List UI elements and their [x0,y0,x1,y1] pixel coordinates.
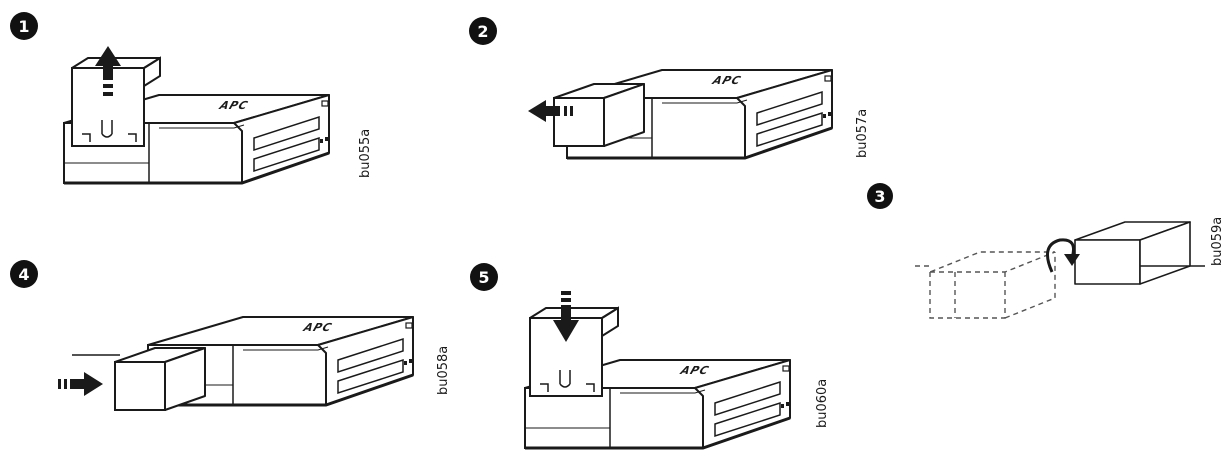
step-5-badge: 5 [470,263,498,291]
step-4-badge: 4 [10,260,38,288]
rotate-arrow-icon [1046,238,1080,273]
step-5-number: 5 [478,268,489,287]
step-1-number: 1 [18,17,29,36]
logo-text: APC [678,363,712,377]
new-battery [1074,221,1205,285]
logo-text: APC [301,320,335,334]
step-5: 5 APC bu060a [470,263,830,450]
ups-unit-step-1: APC [62,93,331,185]
figure-code-step-1: bu055a [358,129,373,178]
ups-unit-step-2: APC [565,68,834,160]
step-2-badge: 2 [469,17,497,45]
step-4: 4 APC bu058a [10,260,451,411]
arrow-left-icon [528,100,573,122]
step-4-number: 4 [18,265,29,284]
figure-code-step-2: bu057a [855,109,870,158]
step-1: 1 APC bu055a [10,12,373,185]
step-1-badge: 1 [10,12,38,40]
figure-code-step-4: bu058a [436,346,451,395]
battery-block-step-4 [114,347,206,411]
step-3-number: 3 [874,187,885,206]
step-3: 3 bu059a [867,183,1225,319]
arrow-up-icon [95,46,121,96]
battery-block-step-2 [553,83,645,147]
figure-code-step-5: bu060a [815,379,830,428]
step-2: 2 APC bu057a [469,17,870,160]
figure-code-step-3: bu059a [1210,217,1225,266]
logo-text: APC [217,98,251,112]
arrow-right-icon [58,372,103,396]
ups-unit-step-4: APC [146,315,415,407]
old-battery-outline [915,251,1056,319]
ups-unit-step-5: APC [523,358,792,450]
step-3-badge: 3 [867,183,893,209]
arrow-down-icon [553,291,579,342]
step-2-number: 2 [477,22,488,41]
logo-text: APC [710,73,744,87]
